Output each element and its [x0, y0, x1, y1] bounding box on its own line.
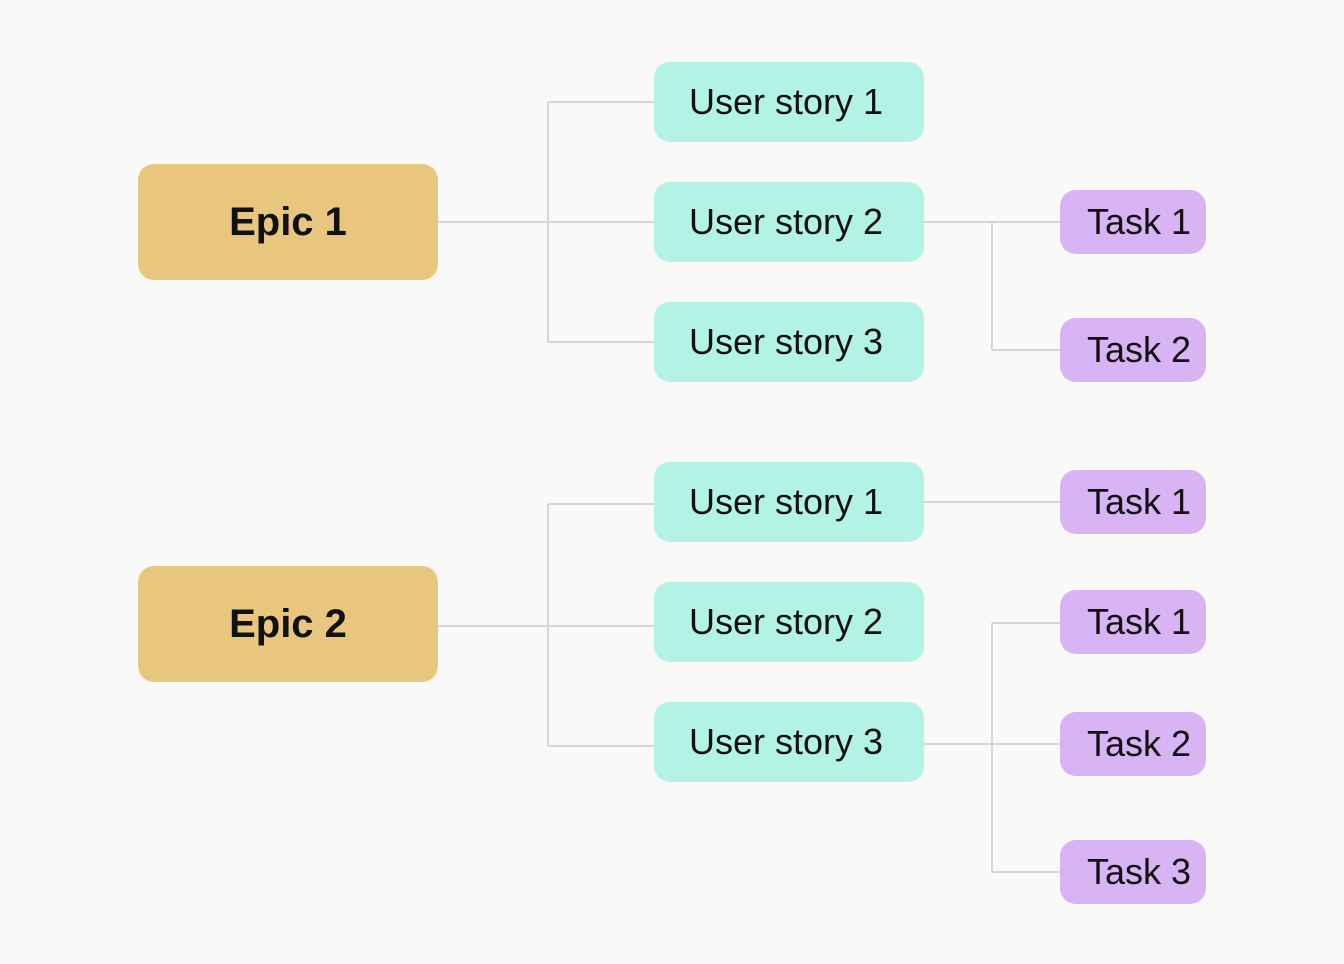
epic-2-story-1-task-1-node[interactable]: Task 1	[1060, 470, 1206, 534]
epic-1-node[interactable]: Epic 1	[138, 164, 438, 280]
epic-2-node[interactable]: Epic 2	[138, 566, 438, 682]
epic-1-story-2-task-1-node[interactable]: Task 1	[1060, 190, 1206, 254]
epic-1-user-story-1-node[interactable]: User story 1	[654, 62, 924, 142]
epic-2-story-3-task-1-node[interactable]: Task 1	[1060, 590, 1206, 654]
epic-2-user-story-3-node[interactable]: User story 3	[654, 702, 924, 782]
epic-2-story-3-task-2-node[interactable]: Task 2	[1060, 712, 1206, 776]
epic-1-user-story-2-node[interactable]: User story 2	[654, 182, 924, 262]
epic-1-user-story-3-node[interactable]: User story 3	[654, 302, 924, 382]
epic-2-user-story-1-node[interactable]: User story 1	[654, 462, 924, 542]
epic-1-story-2-task-2-node[interactable]: Task 2	[1060, 318, 1206, 382]
epic-2-story-3-task-3-node[interactable]: Task 3	[1060, 840, 1206, 904]
epic-2-user-story-2-node[interactable]: User story 2	[654, 582, 924, 662]
